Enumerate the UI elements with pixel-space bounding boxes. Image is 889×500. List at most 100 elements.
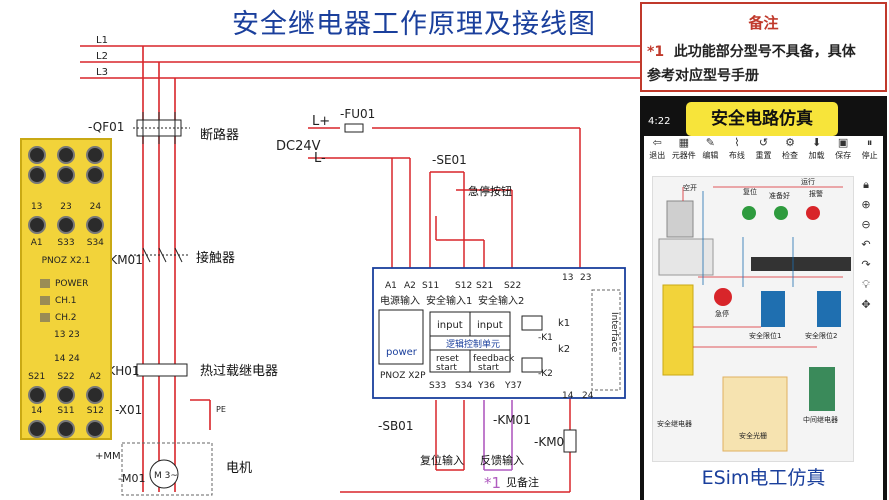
tool-stop[interactable]: ⏸停止 bbox=[858, 136, 882, 168]
notes-star: *1 bbox=[647, 44, 665, 60]
fuse-tag: -FU01 bbox=[340, 107, 375, 121]
tool-check[interactable]: ⚙检查 bbox=[778, 136, 802, 168]
motor-mm: +MM bbox=[95, 451, 121, 462]
tool-label: 保存 bbox=[835, 151, 852, 160]
reset-input-label: 复位输入 bbox=[420, 453, 464, 467]
sim-label-grating: 安全光栅 bbox=[739, 432, 767, 440]
sim-toolbar: ⇦ 退出 ▦元器件 ✎编辑 ⌇布线 ↺ 重置 ⚙检查 ⬇加载 ▣ 保存 ⏸停止 bbox=[644, 136, 883, 168]
tool-label: 重置 bbox=[755, 151, 772, 160]
pnoz-logic-label: 逻辑控制单元 bbox=[446, 338, 500, 350]
line-label-l3: L3 bbox=[96, 67, 108, 78]
tool-edit[interactable]: ✎编辑 bbox=[698, 136, 722, 168]
relay-screws-top bbox=[22, 146, 110, 164]
relay-contact-14: 14 bbox=[54, 354, 66, 364]
pnoz-box bbox=[372, 267, 626, 399]
overload-kh01 bbox=[136, 363, 188, 377]
sim-label-reset: 复位 bbox=[743, 188, 757, 196]
footnote-text: 见备注 bbox=[506, 475, 539, 489]
status-time: 4:22 bbox=[648, 116, 671, 127]
lock-icon[interactable]: 🔒︎ bbox=[863, 178, 869, 191]
tool-exit[interactable]: ⇦ 退出 bbox=[645, 136, 669, 168]
move-icon[interactable]: ✥ bbox=[861, 298, 871, 311]
exit-icon: ⇦ bbox=[652, 136, 662, 149]
stop-icon: ⏸ bbox=[866, 136, 873, 149]
notes-line1: 此功能部分型号不具备，具体 bbox=[673, 44, 856, 60]
tool-save[interactable]: ▣ 保存 bbox=[831, 136, 855, 168]
check-icon: ⚙ bbox=[785, 136, 795, 149]
relay-model: PNOZ X2.1 bbox=[41, 256, 91, 266]
supply-minus: L- bbox=[314, 151, 326, 166]
sim-banner: 安全电路仿真 bbox=[686, 102, 838, 136]
sim-label-mid-relay: 中间继电器 bbox=[803, 416, 838, 424]
terminal-tag: -X01 bbox=[115, 403, 142, 417]
relay-photo: 13 23 24 A1 S33 S34 PNOZ X2.1 POWER CH.1… bbox=[20, 138, 112, 440]
breaker-name: 断路器 bbox=[200, 127, 239, 143]
simulator-panel: 4:22 安全电路仿真 ⇦ 退出 ▦元器件 ✎编辑 ⌇布线 ↺ 重置 ⚙检查 ⬇加载… bbox=[640, 96, 887, 500]
pnoz-model: PNOZ X2P bbox=[380, 371, 426, 381]
zoom-in-icon[interactable]: ⊕ bbox=[861, 198, 871, 211]
relay-led bbox=[40, 313, 50, 322]
overload-name: 热过载继电器 bbox=[200, 364, 278, 379]
reset-icon: ↺ bbox=[758, 136, 769, 149]
sim-label-limit1: 安全限位1 bbox=[749, 332, 782, 340]
relay-term-label: S22 bbox=[57, 372, 75, 382]
pnoz-feedback-start: start bbox=[478, 363, 499, 373]
relay-contact-23: 23 bbox=[68, 330, 80, 340]
relay-term-label: S21 bbox=[28, 372, 46, 382]
pnoz-k1-coil: -K1 bbox=[538, 333, 553, 343]
save-icon: ▣ bbox=[837, 136, 849, 149]
undo-icon[interactable]: ↶ bbox=[861, 238, 871, 251]
feedback-input-label: 反馈输入 bbox=[480, 453, 524, 467]
wiring-icon: ⌇ bbox=[734, 136, 740, 149]
line-label-l1: L1 bbox=[96, 35, 108, 46]
motor-tag: -M01 bbox=[118, 472, 145, 485]
motor-symbol: M 3~ bbox=[154, 471, 178, 481]
wiring-diagram: L1 L2 L3 -QF01 断路器 -KM01 接触器 -KH01 热过载继电… bbox=[80, 35, 640, 496]
relay-term-label: S33 bbox=[57, 238, 75, 248]
pnoz-term-23: 23 bbox=[580, 273, 591, 283]
pnoz-reset-start: start bbox=[436, 363, 457, 373]
terminal-pe: PE bbox=[216, 405, 226, 414]
tool-load[interactable]: ⬇加载 bbox=[805, 136, 829, 168]
pnoz-input2-label: input bbox=[477, 320, 503, 331]
motor-m01 bbox=[121, 442, 213, 496]
sim-canvas[interactable]: 空开 复位 准备好 运行 报警 急停 安全限位1 安全限位2 安全继电器 安全光… bbox=[652, 176, 854, 462]
page-title: 安全继电器工作原理及接线图 bbox=[232, 9, 596, 40]
relay-term-label: A1 bbox=[30, 238, 43, 248]
notes-panel: 备注 *1 此功能部分型号不具备，具体 参考对应型号手册 bbox=[640, 2, 887, 92]
feedback-contact-tag: -KM01 bbox=[493, 413, 531, 427]
control-supply-wires bbox=[308, 127, 581, 493]
tool-components[interactable]: ▦元器件 bbox=[672, 136, 696, 168]
estop-tag: -SE01 bbox=[432, 153, 467, 167]
pnoz-k1: k1 bbox=[558, 318, 570, 329]
pnoz-reset-label: reset bbox=[436, 354, 459, 364]
pnoz-feedback-label: feedback bbox=[473, 354, 515, 364]
bulb-icon[interactable]: 💡︎ bbox=[862, 278, 870, 291]
redo-icon[interactable]: ↷ bbox=[861, 258, 871, 271]
pnoz-k2: k2 bbox=[558, 344, 570, 355]
pnoz-group-input1: 安全输入1 bbox=[426, 294, 472, 307]
tool-wiring[interactable]: ⌇布线 bbox=[725, 136, 749, 168]
relay-led-label: CH.2 bbox=[55, 313, 77, 323]
sim-label-relay: 安全继电器 bbox=[657, 420, 692, 428]
load-icon: ⬇ bbox=[811, 136, 822, 149]
pnoz-term-24: 24 bbox=[582, 391, 594, 401]
pnoz-term-14: 14 bbox=[562, 391, 574, 401]
notes-title: 备注 bbox=[748, 14, 779, 32]
notes-body: *1 此功能部分型号不具备，具体 参考对应型号手册 bbox=[647, 40, 883, 88]
relay-contact-24: 24 bbox=[68, 354, 80, 364]
fuse-fu01 bbox=[344, 123, 364, 133]
notes-line2: 参考对应型号手册 bbox=[647, 68, 759, 84]
pnoz-group-input2: 安全输入2 bbox=[478, 294, 524, 307]
relay-contact-13: 13 bbox=[54, 330, 66, 340]
relay-term-label: S11 bbox=[57, 406, 75, 416]
relay-term-label: S34 bbox=[86, 238, 104, 248]
relay-term-label: S12 bbox=[86, 406, 104, 416]
tool-label: 退出 bbox=[649, 151, 666, 160]
supply-plus: L+ bbox=[312, 114, 330, 129]
coil-km01 bbox=[563, 429, 577, 453]
tool-label: 编辑 bbox=[702, 151, 719, 160]
zoom-out-icon[interactable]: ⊖ bbox=[861, 218, 871, 231]
pnoz-term-a1: A1 bbox=[385, 281, 397, 291]
tool-reset[interactable]: ↺ 重置 bbox=[751, 136, 775, 168]
